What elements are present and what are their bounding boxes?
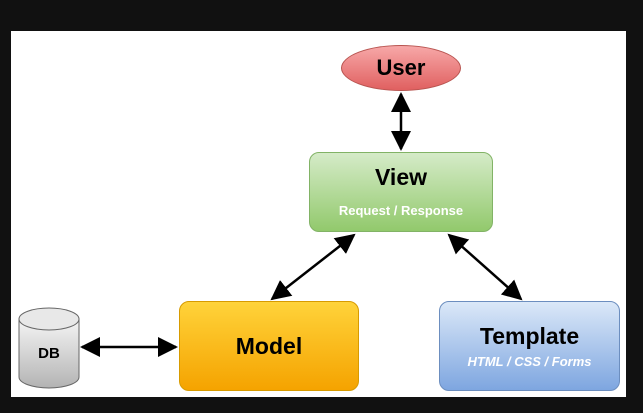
model-label: Model xyxy=(235,332,303,359)
user-label: User xyxy=(376,55,426,80)
view-sublabel: Request / Response xyxy=(338,203,464,218)
edge-view-model xyxy=(270,233,356,301)
diagram-canvas: User View Request / Response Model Templ… xyxy=(11,31,626,397)
view-node: View Request / Response xyxy=(309,152,493,232)
edge-view-template xyxy=(447,233,523,301)
template-node: Template HTML / CSS / Forms xyxy=(439,301,620,391)
view-label: View xyxy=(375,164,427,190)
template-label: Template xyxy=(479,323,580,349)
database-cylinder-icon xyxy=(18,307,80,389)
connectors-layer xyxy=(80,92,523,357)
template-sublabel: HTML / CSS / Forms xyxy=(467,354,592,369)
db-node: DB xyxy=(18,307,80,389)
model-node: Model xyxy=(179,301,359,391)
user-node: User xyxy=(341,45,461,91)
db-label: DB xyxy=(38,345,60,362)
